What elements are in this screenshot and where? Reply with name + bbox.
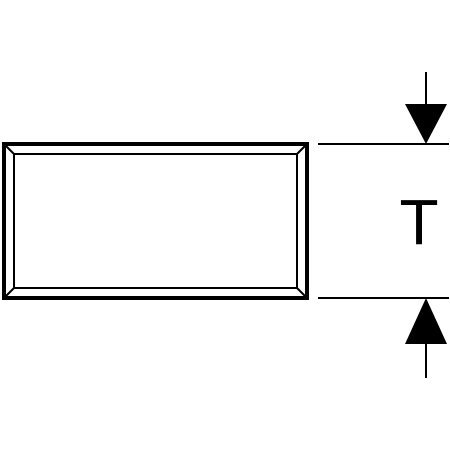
plate-profile bbox=[2, 142, 309, 300]
bevel-line-bottom-right bbox=[296, 287, 308, 299]
thickness-label: T bbox=[399, 186, 438, 258]
plate-outer-outline bbox=[2, 142, 309, 300]
arrow-down-icon bbox=[405, 72, 447, 144]
bevel-line-top-right bbox=[296, 143, 308, 155]
bevel-line-bottom-left bbox=[3, 287, 15, 299]
bevel-line-top-left bbox=[3, 143, 15, 155]
plate-inner-outline bbox=[13, 153, 298, 289]
arrow-up-icon bbox=[405, 298, 447, 378]
